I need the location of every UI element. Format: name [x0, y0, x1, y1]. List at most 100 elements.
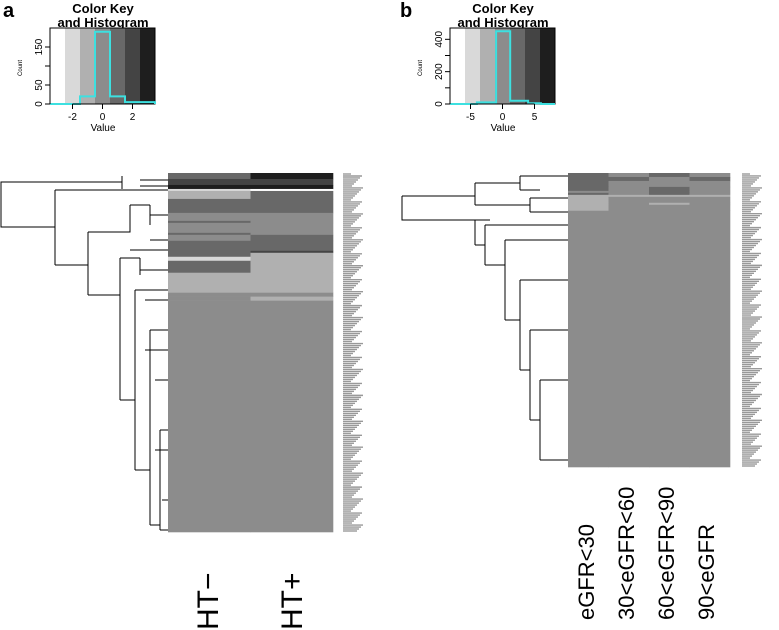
color-key-swatch — [110, 28, 126, 104]
heatmap-cell — [168, 212, 251, 222]
row-dendrogram-b — [401, 175, 568, 461]
heatmap-cell — [250, 188, 334, 192]
heatmap-cell — [250, 252, 334, 258]
heatmap-cell — [250, 190, 334, 200]
color-key-swatch — [480, 28, 496, 104]
heatmap-cell — [168, 272, 251, 293]
column-label-egfr-30-60: 30<eGFR<60 — [614, 487, 639, 620]
color-key-swatch — [540, 28, 556, 104]
heatmap-cell — [168, 260, 251, 274]
heatmap-cell — [568, 210, 609, 468]
heatmap-cell — [689, 190, 731, 194]
color-key-title-b: Color Key — [472, 1, 534, 16]
heatmap-cell — [250, 260, 334, 274]
heatmap-cell — [568, 204, 609, 212]
heatmap-cell — [168, 173, 251, 180]
heatmap-cell — [649, 196, 690, 204]
color-key-swatch — [140, 28, 156, 104]
heatmap-cell — [608, 180, 650, 188]
heatmap-cell — [250, 220, 334, 224]
color-key-swatch — [95, 28, 111, 104]
x-tick-label: 2 — [130, 112, 136, 123]
heatmap-cell — [649, 176, 690, 182]
heatmap-cell — [608, 190, 650, 194]
color-key-ylabel-b: Count — [418, 60, 424, 76]
panel-label-a: a — [3, 0, 15, 22]
heatmap-cell — [168, 220, 251, 224]
x-tick-label: -5 — [466, 112, 475, 123]
row-dendrogram-a — [0, 176, 168, 531]
row-labels-b — [742, 173, 762, 467]
heatmap-cell — [689, 194, 731, 198]
heatmap-cell — [608, 192, 650, 196]
heatmap-cell — [250, 240, 334, 252]
histogram-line — [50, 30, 156, 105]
heatmap-cell — [250, 184, 334, 190]
heatmap-cell — [250, 232, 334, 236]
color-key-swatch — [50, 28, 66, 104]
x-tick-label: 0 — [500, 112, 506, 123]
heatmap-cell — [168, 190, 251, 200]
color-key-ylabel-a: Count — [18, 60, 24, 76]
heatmap-cell — [689, 176, 731, 182]
heatmap-cell — [689, 210, 731, 468]
row-labels-a — [343, 173, 363, 532]
heatmap-cell — [168, 252, 251, 258]
heatmap-cell — [608, 196, 650, 204]
heatmap-cell — [168, 250, 251, 254]
heatmap-cell — [250, 256, 334, 262]
column-label-egfr-lt-30: eGFR<30 — [574, 524, 599, 620]
heatmap-cell — [608, 210, 650, 468]
heatmap-cell — [168, 300, 251, 533]
heatmap-cell — [250, 292, 334, 297]
column-label-egfr-gt-90: 90<eGFR — [694, 524, 719, 620]
y-tick-label: 400 — [434, 31, 445, 48]
heatmap-cell — [168, 232, 251, 236]
color-key-swatch — [510, 28, 526, 104]
heatmap-cell — [568, 194, 609, 198]
heatmap-cell — [568, 173, 609, 178]
heatmap-cell — [168, 222, 251, 234]
heatmap-cell — [168, 188, 251, 192]
heatmap-cell — [608, 176, 650, 182]
heatmap-cell — [250, 222, 334, 234]
color-key-swatch — [465, 28, 481, 104]
heatmap-cell — [250, 212, 334, 222]
heatmap-cell — [689, 180, 731, 188]
heatmap-cell — [250, 272, 334, 293]
heatmap-cell — [689, 204, 731, 212]
panel-label-b: b — [400, 0, 412, 22]
heatmap-b — [568, 173, 731, 468]
heatmap-cell — [250, 234, 334, 242]
heatmap-cell — [689, 192, 731, 196]
color-key-swatch — [450, 28, 466, 104]
heatmap-cell — [250, 178, 334, 186]
heatmap-cell — [649, 202, 690, 206]
color-key-swatch — [125, 28, 141, 104]
heatmap-cell — [689, 202, 731, 206]
y-tick-label: 50 — [34, 79, 45, 91]
color-key-xlabel-b: Value — [491, 123, 516, 134]
x-tick-label: 5 — [532, 112, 538, 123]
heatmap-cell — [608, 202, 650, 206]
heatmap-cell — [568, 176, 609, 182]
heatmap-cell — [250, 300, 334, 533]
heatmap-cell — [250, 173, 334, 180]
heatmap-cell — [649, 194, 690, 198]
y-tick-label: 0 — [434, 101, 445, 107]
heatmap-cell — [568, 186, 609, 192]
heatmap-a — [168, 173, 334, 533]
heatmap-cell — [649, 204, 690, 212]
heatmap-cell — [689, 173, 731, 178]
color-key-title-a: Color Key — [72, 1, 134, 16]
heatmap-cell — [608, 173, 650, 178]
heatmap-cell — [608, 194, 650, 198]
color-key-swatch — [525, 28, 541, 104]
heatmap-cell — [250, 198, 334, 214]
heatmap-cell — [250, 250, 334, 254]
x-tick-label: 0 — [100, 112, 106, 123]
heatmap-cell — [649, 186, 690, 192]
x-tick-label: -2 — [68, 112, 77, 123]
